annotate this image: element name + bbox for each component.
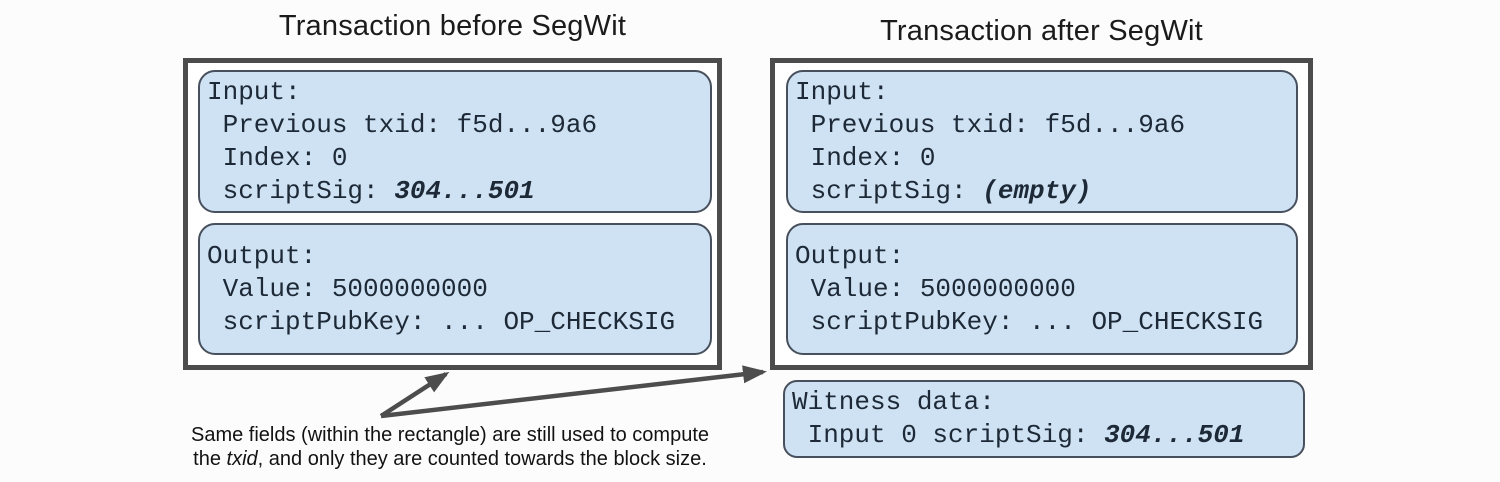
witness-data-box: Witness data: Input 0 scriptSig: 304...5… [783, 380, 1305, 458]
witness-header: Witness data: [792, 387, 995, 417]
left-output-box: Output: Value: 5000000000 scriptPubKey: … [198, 223, 712, 355]
output-header: Output: [207, 240, 317, 271]
annotation-text: Same fields (within the rectangle) are s… [150, 424, 750, 471]
scriptpubkey-line: scriptPubKey: ... OP_CHECKSIG [795, 306, 1264, 337]
index-line: Index: 0 [207, 142, 348, 173]
previous-txid-line: Previous txid: f5d...9a6 [795, 109, 1186, 140]
txid-italic: txid [226, 447, 258, 470]
scriptsig-empty-value: (empty) [982, 175, 1092, 206]
value-line: Value: 5000000000 [795, 273, 1076, 304]
right-input-box: Input: Previous txid: f5d...9a6 Index: 0… [786, 70, 1298, 213]
annotation-line-2: the txid, and only they are counted towa… [193, 447, 707, 470]
output-header: Output: [795, 240, 905, 271]
left-input-box: Input: Previous txid: f5d...9a6 Index: 0… [198, 70, 712, 213]
input-header: Input: [795, 76, 889, 107]
scriptsig-line: scriptSig: 304...501 [207, 175, 710, 208]
right-panel-title: Transaction after SegWit [880, 15, 1203, 47]
right-output-box: Output: Value: 5000000000 scriptPubKey: … [786, 223, 1298, 355]
left-panel-title: Transaction before SegWit [278, 10, 627, 42]
witness-scriptsig-value: 304...501 [1104, 420, 1245, 450]
scriptsig-label: scriptSig: [795, 175, 983, 206]
scriptsig-label: scriptSig: [207, 175, 395, 206]
value-line: Value: 5000000000 [207, 273, 488, 304]
witness-scriptsig-label: Input 0 scriptSig: [792, 420, 1105, 450]
witness-scriptsig-line: Input 0 scriptSig: 304...501 [792, 419, 1303, 452]
scriptsig-value: 304...501 [394, 175, 535, 206]
scriptpubkey-line: scriptPubKey: ... OP_CHECKSIG [207, 306, 676, 337]
annotation-line-1: Same fields (within the rectangle) are s… [190, 424, 710, 446]
previous-txid-line: Previous txid: f5d...9a6 [207, 109, 598, 140]
scriptsig-line: scriptSig: (empty) [795, 175, 1296, 208]
arrow-to-right-rect [380, 365, 767, 419]
arrow-to-left-rect [379, 371, 450, 418]
index-line: Index: 0 [795, 142, 936, 173]
input-header: Input: [207, 76, 301, 107]
